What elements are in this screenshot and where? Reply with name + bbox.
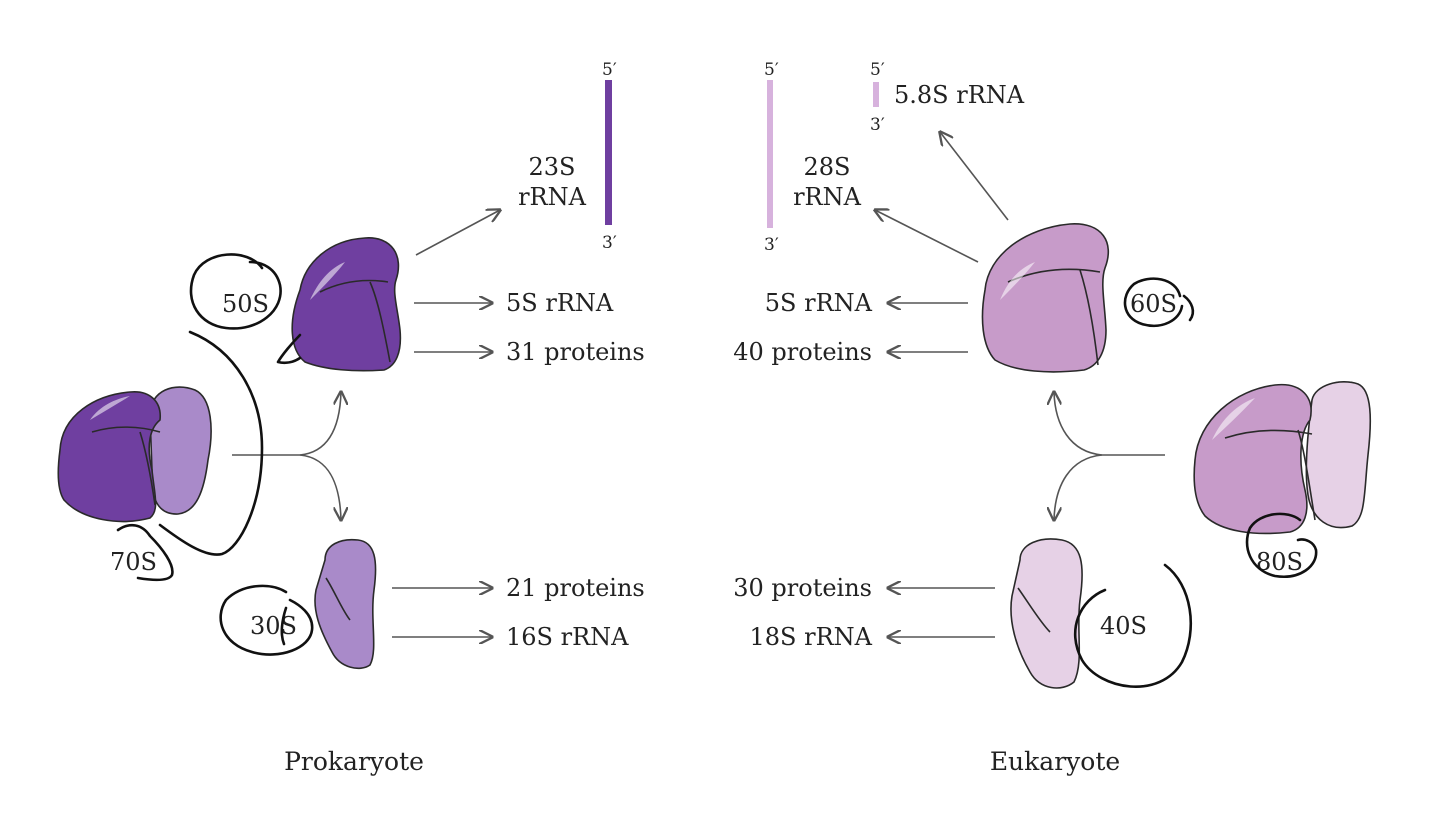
prok-50s-label: 50S bbox=[222, 290, 269, 318]
rrna-58s-three-end: 3′ bbox=[870, 115, 885, 135]
euk-80s-small-part bbox=[1305, 381, 1372, 529]
prokaryote-30s-subunit bbox=[314, 538, 377, 669]
rrna-58s-five-end: 5′ bbox=[870, 60, 885, 80]
euk-80s-large-part bbox=[1193, 383, 1312, 535]
prok-5s-rrna-label: 5S rRNA bbox=[506, 289, 614, 317]
prokaryote-caption: Prokaryote bbox=[284, 747, 424, 776]
prokaryote-50s-subunit bbox=[291, 237, 402, 372]
prok-30s-shape bbox=[314, 538, 377, 669]
rrna-28s-label-line1: 28S bbox=[804, 153, 851, 181]
eukaryote-60s-subunit bbox=[981, 223, 1110, 373]
euk-18s-rrna-label: 18S rRNA bbox=[750, 623, 873, 651]
euk-40s-label: 40S bbox=[1100, 612, 1147, 640]
euk-60s-label: 60S bbox=[1130, 290, 1177, 318]
rrna-28s-three-end: 3′ bbox=[764, 235, 779, 255]
euk-60s-shape bbox=[981, 223, 1110, 373]
prok-21-proteins-label: 21 proteins bbox=[506, 574, 645, 602]
rrna-23s-label-line2: rRNA bbox=[518, 183, 587, 211]
euk-40s-shape bbox=[1010, 538, 1083, 689]
rrna-23s-three-end: 3′ bbox=[602, 233, 617, 253]
eukaryote-40s-subunit bbox=[1010, 538, 1083, 689]
rrna-23s-five-end: 5′ bbox=[602, 60, 617, 80]
rrna-23s-label-line1: 23S bbox=[529, 153, 576, 181]
rrna-28s-five-end: 5′ bbox=[764, 60, 779, 80]
prok-70s-label: 70S bbox=[110, 548, 157, 576]
euk-30-proteins-label: 30 proteins bbox=[733, 574, 872, 602]
handwritten-annotations-prokaryote bbox=[116, 253, 314, 656]
prokaryote-70s-ribosome bbox=[57, 386, 212, 523]
prok-50s-shape bbox=[291, 237, 402, 372]
eukaryote-80s-ribosome bbox=[1193, 381, 1372, 535]
handwritten-annotations-eukaryote bbox=[1073, 277, 1318, 688]
euk-5s-rrna-label: 5S rRNA bbox=[765, 289, 873, 317]
eukaryote-caption: Eukaryote bbox=[990, 747, 1120, 776]
prok-31-proteins-label: 31 proteins bbox=[506, 338, 645, 366]
rrna-58s-label: 5.8S rRNA bbox=[894, 81, 1025, 109]
euk-40-proteins-label: 40 proteins bbox=[733, 338, 872, 366]
prok-70s-small-part bbox=[149, 386, 212, 515]
prok-30s-label: 30S bbox=[250, 612, 297, 640]
rrna-23s-strand bbox=[605, 80, 612, 225]
prok-70s-large-part bbox=[57, 391, 161, 523]
rrna-28s-label-line2: rRNA bbox=[793, 183, 862, 211]
rrna-28s-strand bbox=[767, 80, 773, 228]
prok-16s-rrna-label: 16S rRNA bbox=[506, 623, 629, 651]
rrna-58s-strand bbox=[873, 82, 879, 107]
